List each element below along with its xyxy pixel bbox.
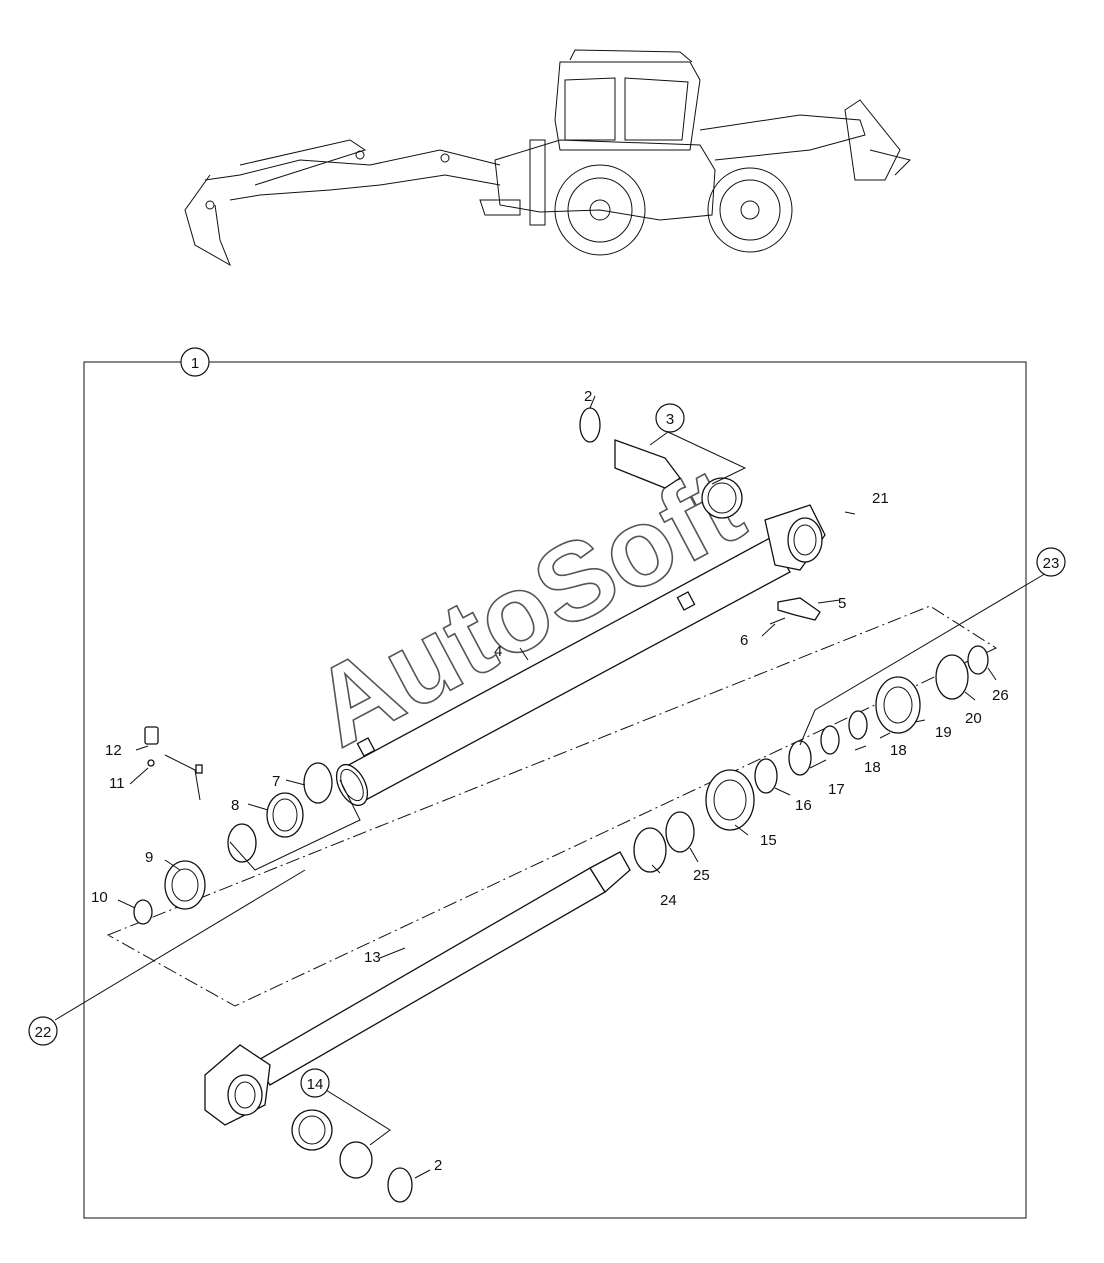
callout-17: 17 [828,781,845,798]
callout-9: 9 [145,849,153,866]
callout-13: 13 [364,949,381,966]
leader-lines [55,396,1048,1178]
callout-22: 22 [29,1017,57,1045]
svg-text:14: 14 [307,1076,324,1093]
callout-20: 20 [965,710,982,727]
callout-19: 19 [935,724,952,741]
callout-24: 24 [660,892,677,909]
callout-10: 10 [91,889,108,906]
callout-23: 23 [1037,548,1065,576]
callout-21: 21 [872,490,889,507]
callout-3: 3 [656,404,684,432]
callout-7: 7 [272,773,280,790]
callout-14: 14 [301,1069,329,1097]
callout-16: 16 [795,797,812,814]
svg-text:1: 1 [191,355,199,372]
callout-8: 8 [231,797,239,814]
callout-4: 4 [494,643,502,660]
piston-rod [205,852,630,1125]
circlip-top [580,408,600,442]
svg-text:22: 22 [35,1024,52,1041]
callout-18-a: 18 [890,742,907,759]
svg-text:3: 3 [666,411,674,428]
callout-25: 25 [693,867,710,884]
callout-12: 12 [105,742,122,759]
backhoe-loader-overview [185,50,910,265]
callout-15: 15 [760,832,777,849]
callout-26: 26 [992,687,1009,704]
callout-11: 11 [109,775,125,792]
callout-2-top: 2 [584,388,592,405]
callout-2-bottom: 2 [434,1157,442,1174]
svg-text:23: 23 [1043,555,1060,572]
callout-1: 1 [181,348,209,376]
callout-5: 5 [838,595,846,612]
callout-18-b: 18 [864,759,881,776]
callout-6: 6 [740,632,748,649]
